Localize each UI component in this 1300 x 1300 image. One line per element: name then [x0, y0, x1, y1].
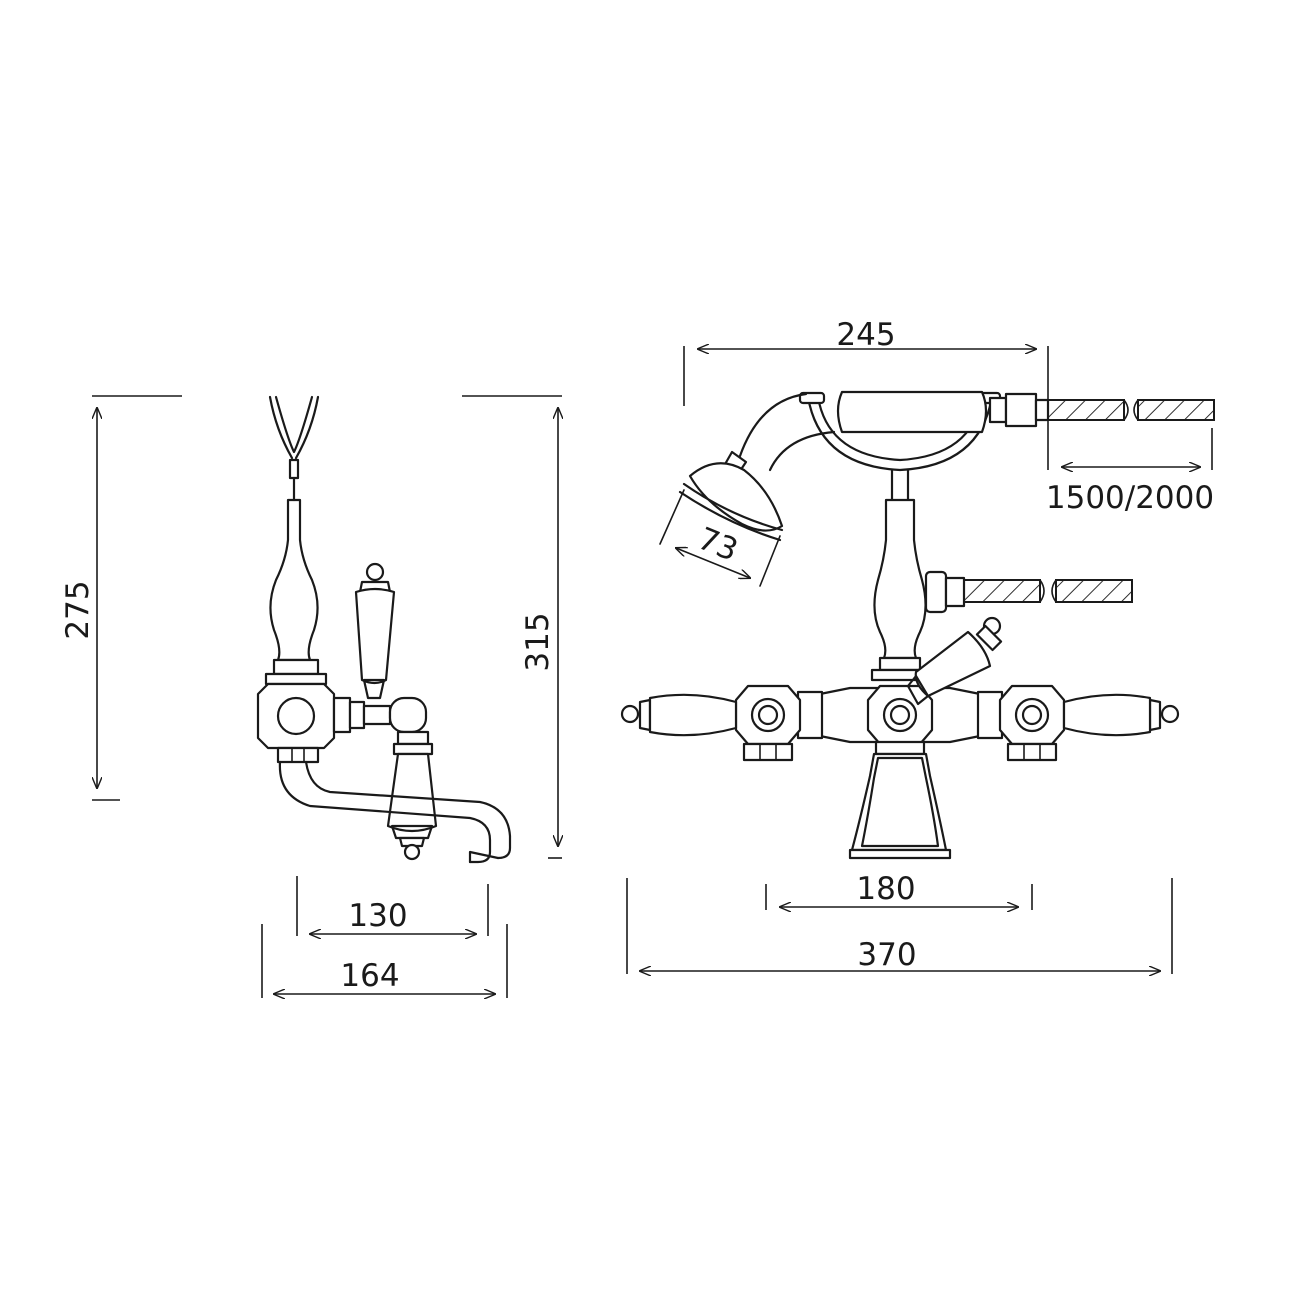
handset — [738, 390, 1050, 472]
front-view — [620, 390, 1215, 860]
dimension-labels: 275 315 130 164 245 1500/2000 73 180 370 — [60, 317, 1214, 994]
front-pedestal — [848, 740, 952, 860]
dim-label-275: 275 — [60, 580, 96, 639]
dim-label-hose-length: 1500/2000 — [1046, 480, 1214, 516]
dim-label-130: 130 — [348, 898, 407, 934]
side-body — [256, 658, 428, 764]
front-right-lever — [1062, 693, 1180, 737]
shower-hose — [1047, 399, 1215, 421]
diverter-lever — [906, 616, 1003, 706]
dim-label-245: 245 — [836, 317, 895, 353]
front-riser — [870, 498, 1133, 682]
dim-label-180: 180 — [856, 871, 915, 907]
dimension-lines — [92, 346, 1213, 998]
dim-label-315: 315 — [520, 612, 556, 671]
front-left-lever — [620, 693, 738, 737]
shower-cradle — [268, 395, 320, 662]
side-upper-lever — [354, 562, 396, 700]
dim-label-164: 164 — [340, 958, 399, 994]
side-view — [256, 395, 512, 864]
dim-label-370: 370 — [857, 937, 916, 973]
side-spout — [278, 760, 512, 864]
dim-label-73: 73 — [693, 521, 743, 569]
shower-head — [659, 450, 784, 587]
